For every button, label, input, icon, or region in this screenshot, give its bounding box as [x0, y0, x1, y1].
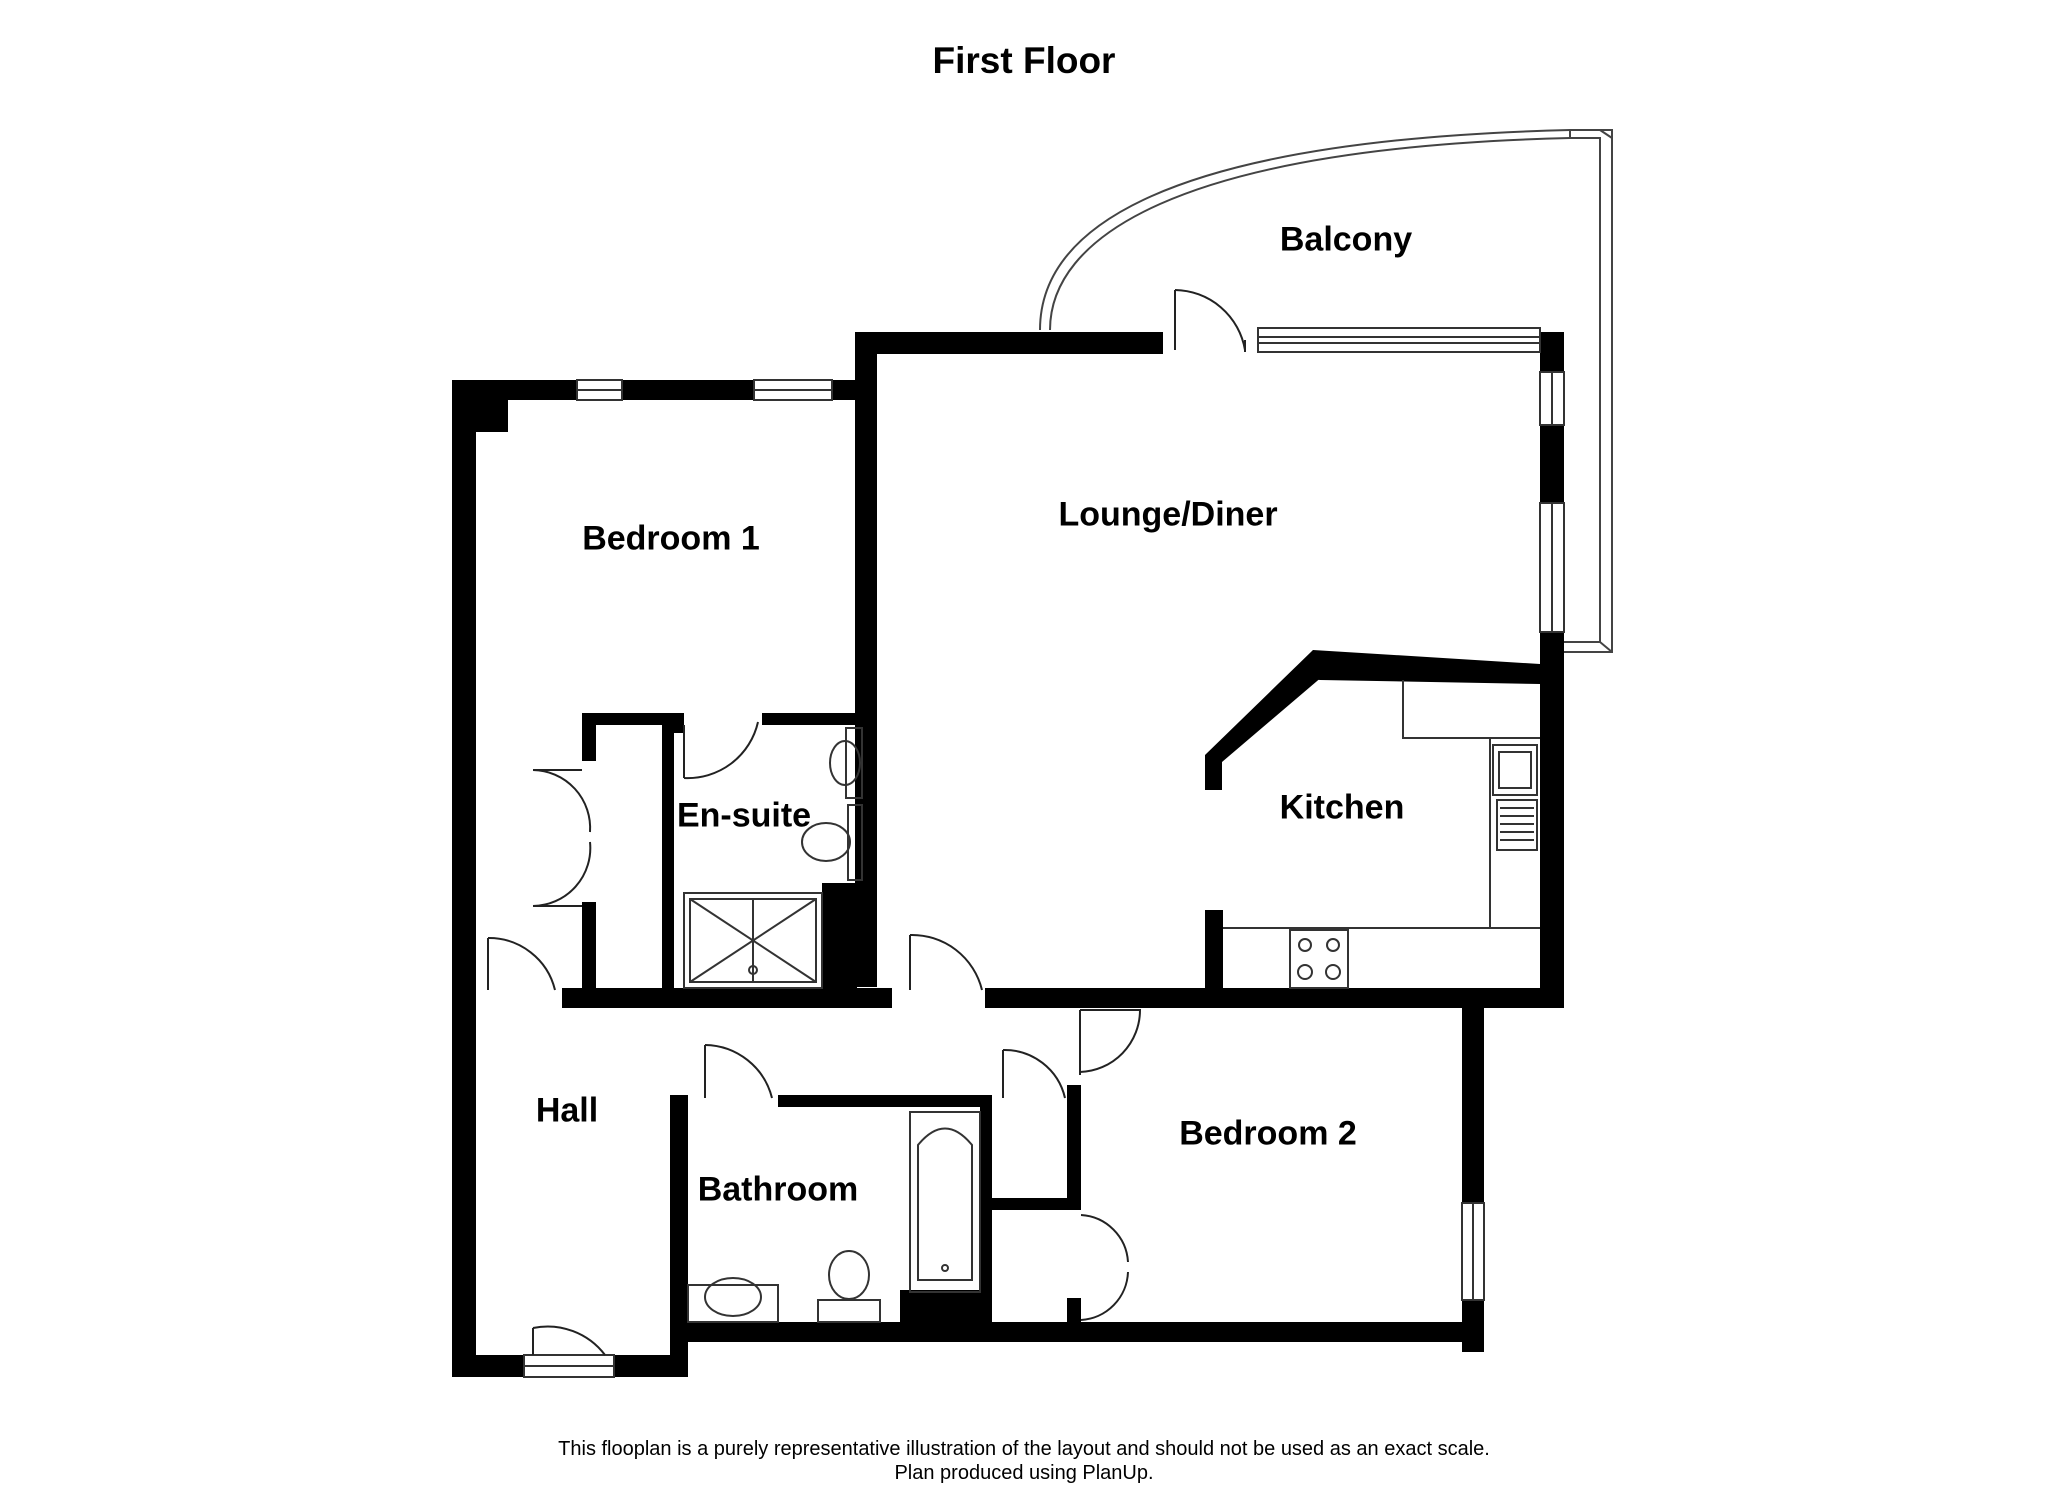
walls — [452, 332, 1564, 1377]
room-label-kitchen: Kitchen — [1279, 788, 1405, 827]
disclaimer-line-1: This flooplan is a purely representative… — [558, 1438, 1490, 1460]
room-label-en-suite: En-suite — [676, 796, 812, 835]
room-label-bathroom: Bathroom — [697, 1170, 859, 1209]
room-label-lounge-diner: Lounge/Diner — [1058, 495, 1278, 534]
doors — [487, 289, 1246, 1356]
windows — [523, 327, 1565, 1378]
room-label-hall: Hall — [535, 1091, 599, 1130]
floor-title: First Floor — [932, 40, 1116, 81]
disclaimer-line-2: Plan produced using PlanUp. — [894, 1462, 1154, 1484]
room-label-bedroom-1: Bedroom 1 — [582, 519, 760, 558]
balcony-outline — [1039, 129, 1613, 653]
fixtures — [683, 680, 1540, 1323]
room-label-balcony: Balcony — [1279, 220, 1413, 259]
room-label-bedroom-2: Bedroom 2 — [1179, 1114, 1357, 1153]
